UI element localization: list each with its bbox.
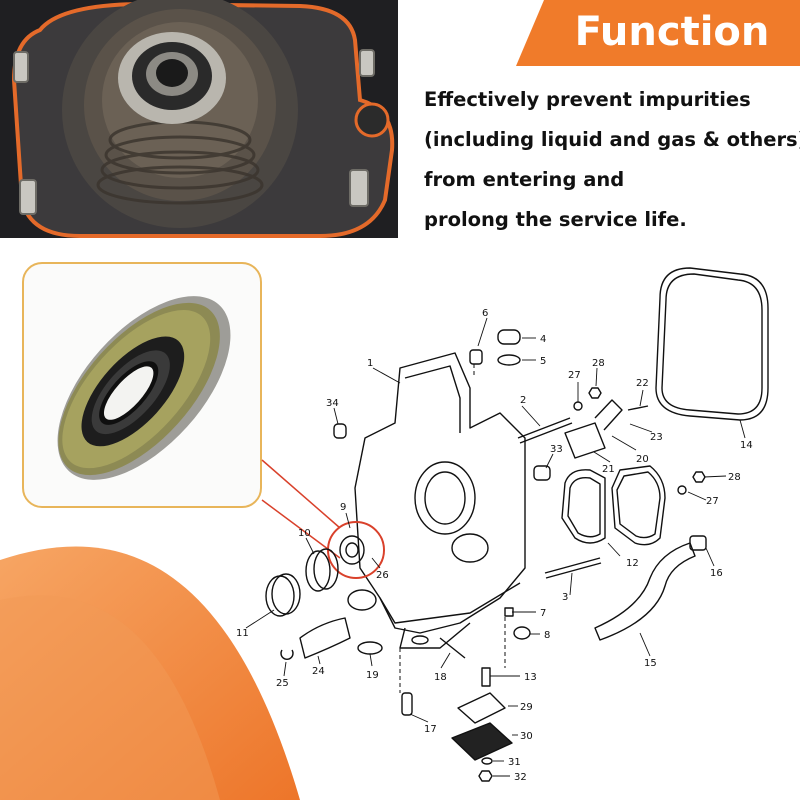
- exploded-parts-diagram: 1 2 3 4 5 6 7 8 9 10 11 12 13 14 15 16 1…: [236, 267, 769, 783]
- callout-27a: 27: [568, 370, 581, 381]
- callout-12: 12: [626, 558, 639, 569]
- callout-17: 17: [424, 724, 437, 735]
- callout-27b: 27: [706, 496, 719, 507]
- function-title: Function: [574, 9, 770, 55]
- callout-18: 18: [434, 672, 447, 683]
- callout-7: 7: [540, 608, 546, 619]
- callout-1: 1: [367, 358, 373, 369]
- callout-6: 6: [482, 308, 488, 319]
- callout-29: 29: [520, 702, 533, 713]
- description-line: from entering and: [424, 168, 625, 191]
- description-line: Effectively prevent impurities: [424, 88, 751, 111]
- callout-34: 34: [326, 398, 339, 409]
- callout-11: 11: [236, 628, 249, 639]
- callout-30: 30: [520, 731, 533, 742]
- callout-10: 10: [298, 528, 311, 539]
- callout-15: 15: [644, 658, 657, 669]
- function-banner: [516, 0, 800, 66]
- callout-13: 13: [524, 672, 537, 683]
- callout-31: 31: [508, 757, 521, 768]
- callout-16: 16: [710, 568, 723, 579]
- callout-28b: 28: [728, 472, 741, 483]
- oil-seal-product-card: [22, 262, 262, 508]
- description-line: (including liquid and gas & others): [424, 128, 800, 151]
- callout-19: 19: [366, 670, 379, 681]
- callout-33: 33: [550, 444, 563, 455]
- callout-8: 8: [544, 630, 550, 641]
- callout-24: 24: [312, 666, 325, 677]
- callout-23: 23: [650, 432, 663, 443]
- callout-14: 14: [740, 440, 753, 451]
- description-line: prolong the service life.: [424, 208, 687, 231]
- callout-22: 22: [636, 378, 649, 389]
- callout-3: 3: [562, 592, 568, 603]
- callout-2: 2: [520, 395, 526, 406]
- callout-21: 21: [602, 464, 615, 475]
- callout-5: 5: [540, 356, 546, 367]
- callout-9: 9: [340, 502, 346, 513]
- callout-25: 25: [276, 678, 289, 689]
- callout-20: 20: [636, 454, 649, 465]
- callout-32: 32: [514, 772, 527, 783]
- function-description: Effectively prevent impurities (includin…: [424, 80, 800, 240]
- installed-seal-photo: [0, 0, 398, 238]
- callout-4: 4: [540, 334, 546, 345]
- callout-28a: 28: [592, 358, 605, 369]
- callout-26: 26: [376, 570, 389, 581]
